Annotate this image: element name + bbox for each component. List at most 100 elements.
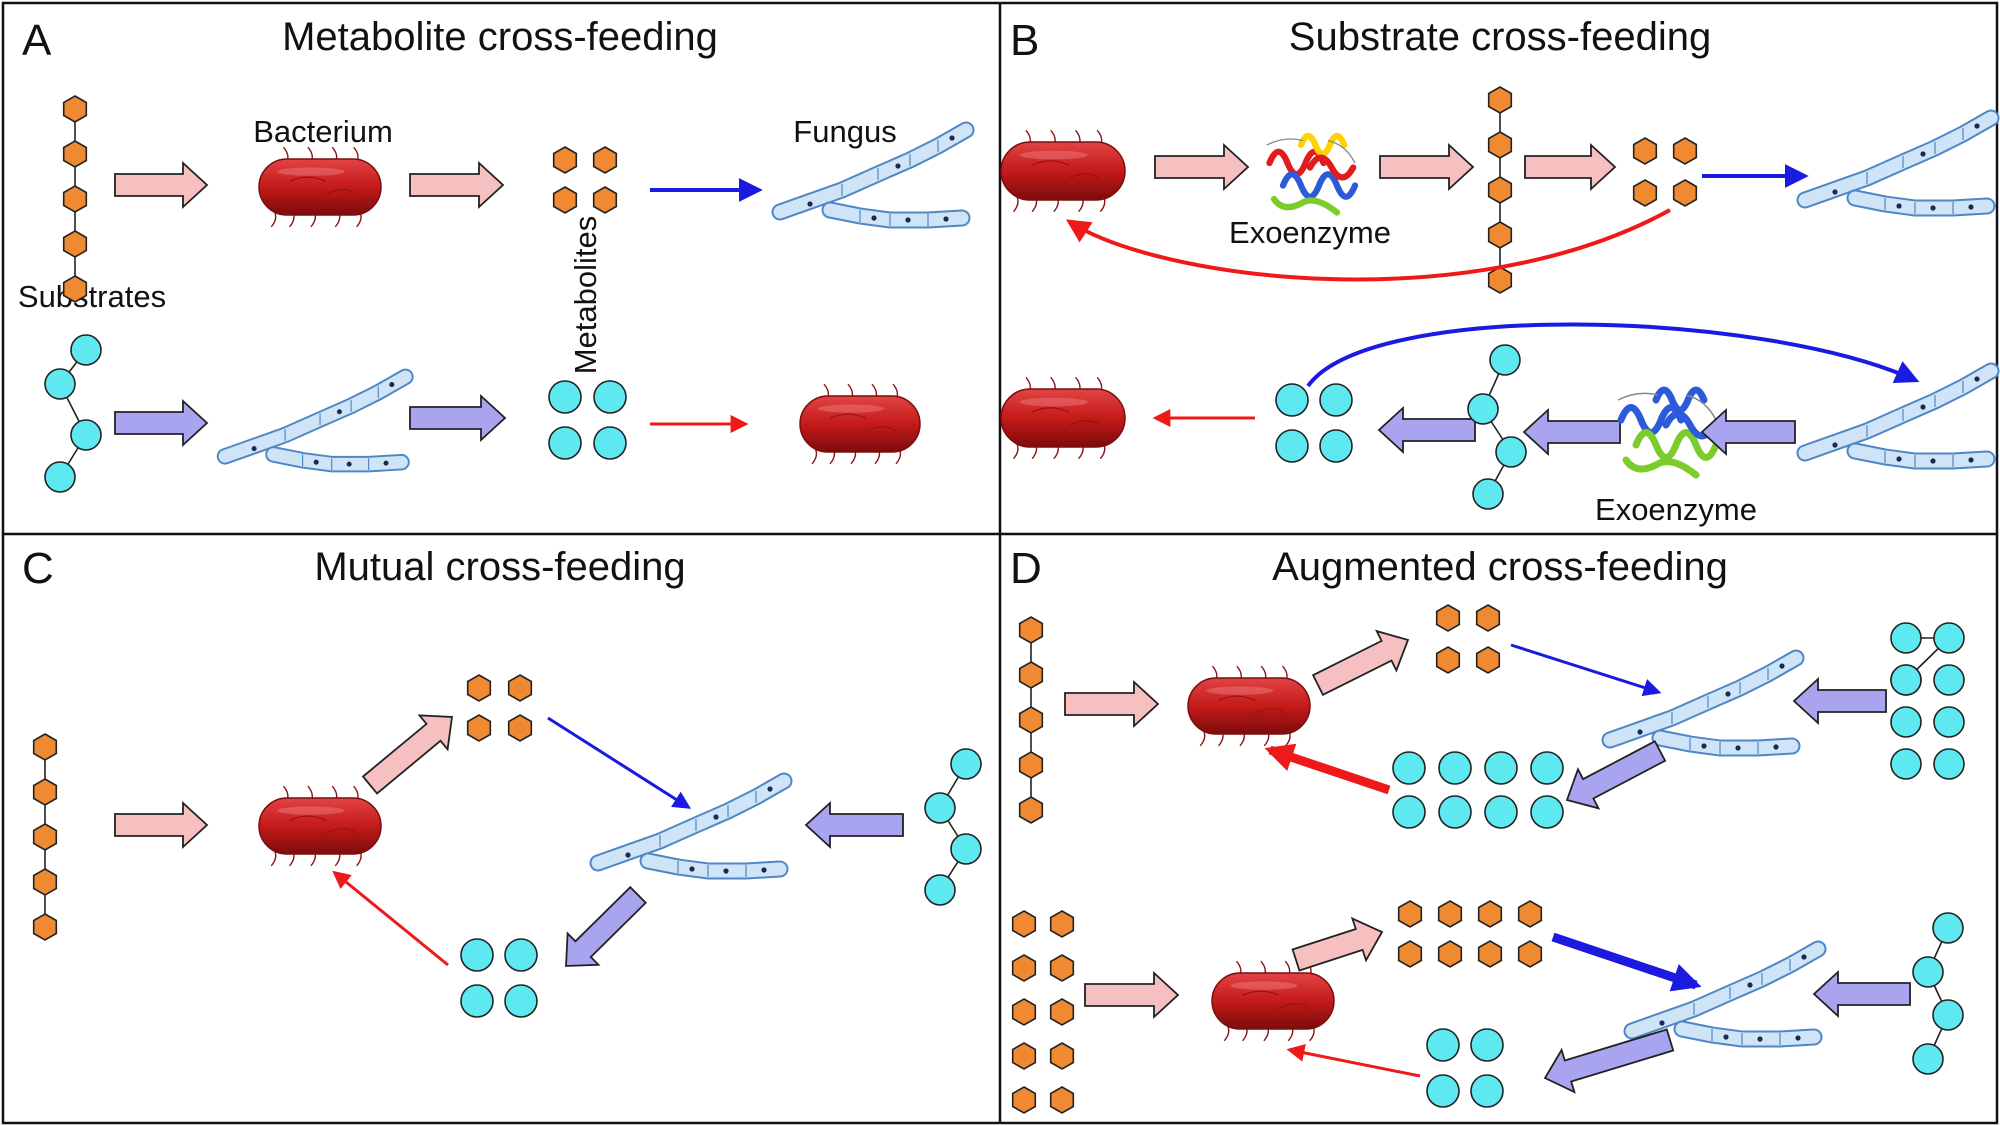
hexagon-icon (32, 913, 58, 941)
circle-icon (548, 380, 582, 414)
circle-icon (593, 426, 627, 460)
hexagon-icon (507, 714, 533, 742)
hexagon-icon (1477, 900, 1503, 928)
hexagon-icon (1049, 1042, 1075, 1070)
block-arrow (1700, 407, 1796, 457)
hexagon-icon (592, 146, 618, 174)
circle-icon (1933, 622, 1965, 654)
circle-icon (504, 938, 538, 972)
fungus-icon (1796, 109, 2000, 217)
panel-a-letter: A (22, 16, 52, 65)
circle-icon (1392, 795, 1426, 829)
circle-icon (1933, 664, 1965, 696)
bacterium-icon (1000, 376, 1126, 460)
panel-c-letter: C (22, 544, 54, 593)
fungus-icon (216, 368, 414, 473)
bacterium-icon (799, 383, 921, 465)
block-arrow (1154, 142, 1250, 192)
blue-curved-arrow (1306, 322, 1920, 388)
circle-icon (504, 984, 538, 1018)
hexagon-icon (1487, 266, 1513, 294)
hexagon-icon (1487, 131, 1513, 159)
circle-icon (1438, 795, 1472, 829)
hexagon-icon (1672, 179, 1698, 207)
hexagon-icon (62, 185, 88, 213)
fungus-icon (1601, 649, 1805, 757)
blue-arrow (547, 716, 692, 809)
hexagon-icon (1475, 604, 1501, 632)
block-arrow (409, 393, 507, 443)
block-arrow (1792, 676, 1887, 726)
hexagon-icon (1011, 1086, 1037, 1114)
circle-icon (70, 334, 102, 366)
block-arrow (114, 800, 209, 850)
circle-icon (1530, 751, 1564, 785)
fungus-icon (589, 772, 793, 880)
block-arrow (565, 885, 647, 967)
circle-icon (1489, 344, 1521, 376)
circle-icon (1495, 436, 1527, 468)
exoenzyme-icon (1266, 132, 1359, 216)
circle-icon (1275, 429, 1309, 463)
hexagon-icon (32, 733, 58, 761)
circle-icon (1484, 795, 1518, 829)
circle-icon (593, 380, 627, 414)
circle-icon (1912, 956, 1944, 988)
block-arrow (1812, 969, 1911, 1019)
circle-icon (1470, 1074, 1504, 1108)
circle-icon (950, 748, 982, 780)
circle-icon (1392, 751, 1426, 785)
hexagon-icon (552, 186, 578, 214)
exoenzyme-top-label: Exoenzyme (1229, 215, 1391, 250)
hexagon-icon (1049, 1086, 1075, 1114)
circle-icon (1890, 748, 1922, 780)
panel-c-title: Mutual cross-feeding (314, 545, 685, 589)
circle-icon (1932, 912, 1964, 944)
circle-icon (1470, 1028, 1504, 1062)
bacterium-icon (1000, 129, 1126, 213)
hexagon-icon (32, 778, 58, 806)
hexagon-icon (62, 230, 88, 258)
hexagon-icon (1435, 604, 1461, 632)
hexagon-icon (1487, 221, 1513, 249)
block-arrow (114, 160, 209, 210)
block-arrow (1291, 916, 1384, 972)
block-arrow (1524, 142, 1617, 192)
hexagon-icon (552, 146, 578, 174)
circle-icon (460, 938, 494, 972)
block-arrow (409, 160, 505, 210)
circle-icon (44, 368, 76, 400)
hexagon-icon (1018, 796, 1044, 824)
blue-arrow (1551, 932, 1702, 992)
hexagon-icon (1487, 86, 1513, 114)
circle-icon (44, 461, 76, 493)
hexagon-icon (1018, 616, 1044, 644)
circle-icon (1275, 383, 1309, 417)
red-curved-arrow (1065, 208, 1671, 282)
hexagon-icon (1475, 646, 1501, 674)
panel-d-letter: D (1010, 544, 1042, 593)
circle-icon (1438, 751, 1472, 785)
bacterium-icon (258, 146, 382, 228)
block-arrow (1377, 405, 1476, 455)
fungus-icon (1796, 362, 2000, 470)
circle-icon (1467, 393, 1499, 425)
hexagon-icon (1049, 910, 1075, 938)
circle-icon (1472, 478, 1504, 510)
bacterium-label: Bacterium (253, 114, 393, 149)
red-arrow (1264, 743, 1391, 795)
hexagon-icon (62, 95, 88, 123)
circle-icon (1426, 1028, 1460, 1062)
hexagon-icon (1477, 940, 1503, 968)
hexagon-icon (1437, 900, 1463, 928)
circle-icon (1426, 1074, 1460, 1108)
hexagon-icon (1672, 137, 1698, 165)
panel-b-letter: B (1010, 16, 1039, 65)
circle-icon (1319, 383, 1353, 417)
hexagon-icon (1018, 661, 1044, 689)
bacterium-icon (1211, 960, 1335, 1042)
hexagon-icon (1049, 954, 1075, 982)
circle-icon (548, 426, 582, 460)
